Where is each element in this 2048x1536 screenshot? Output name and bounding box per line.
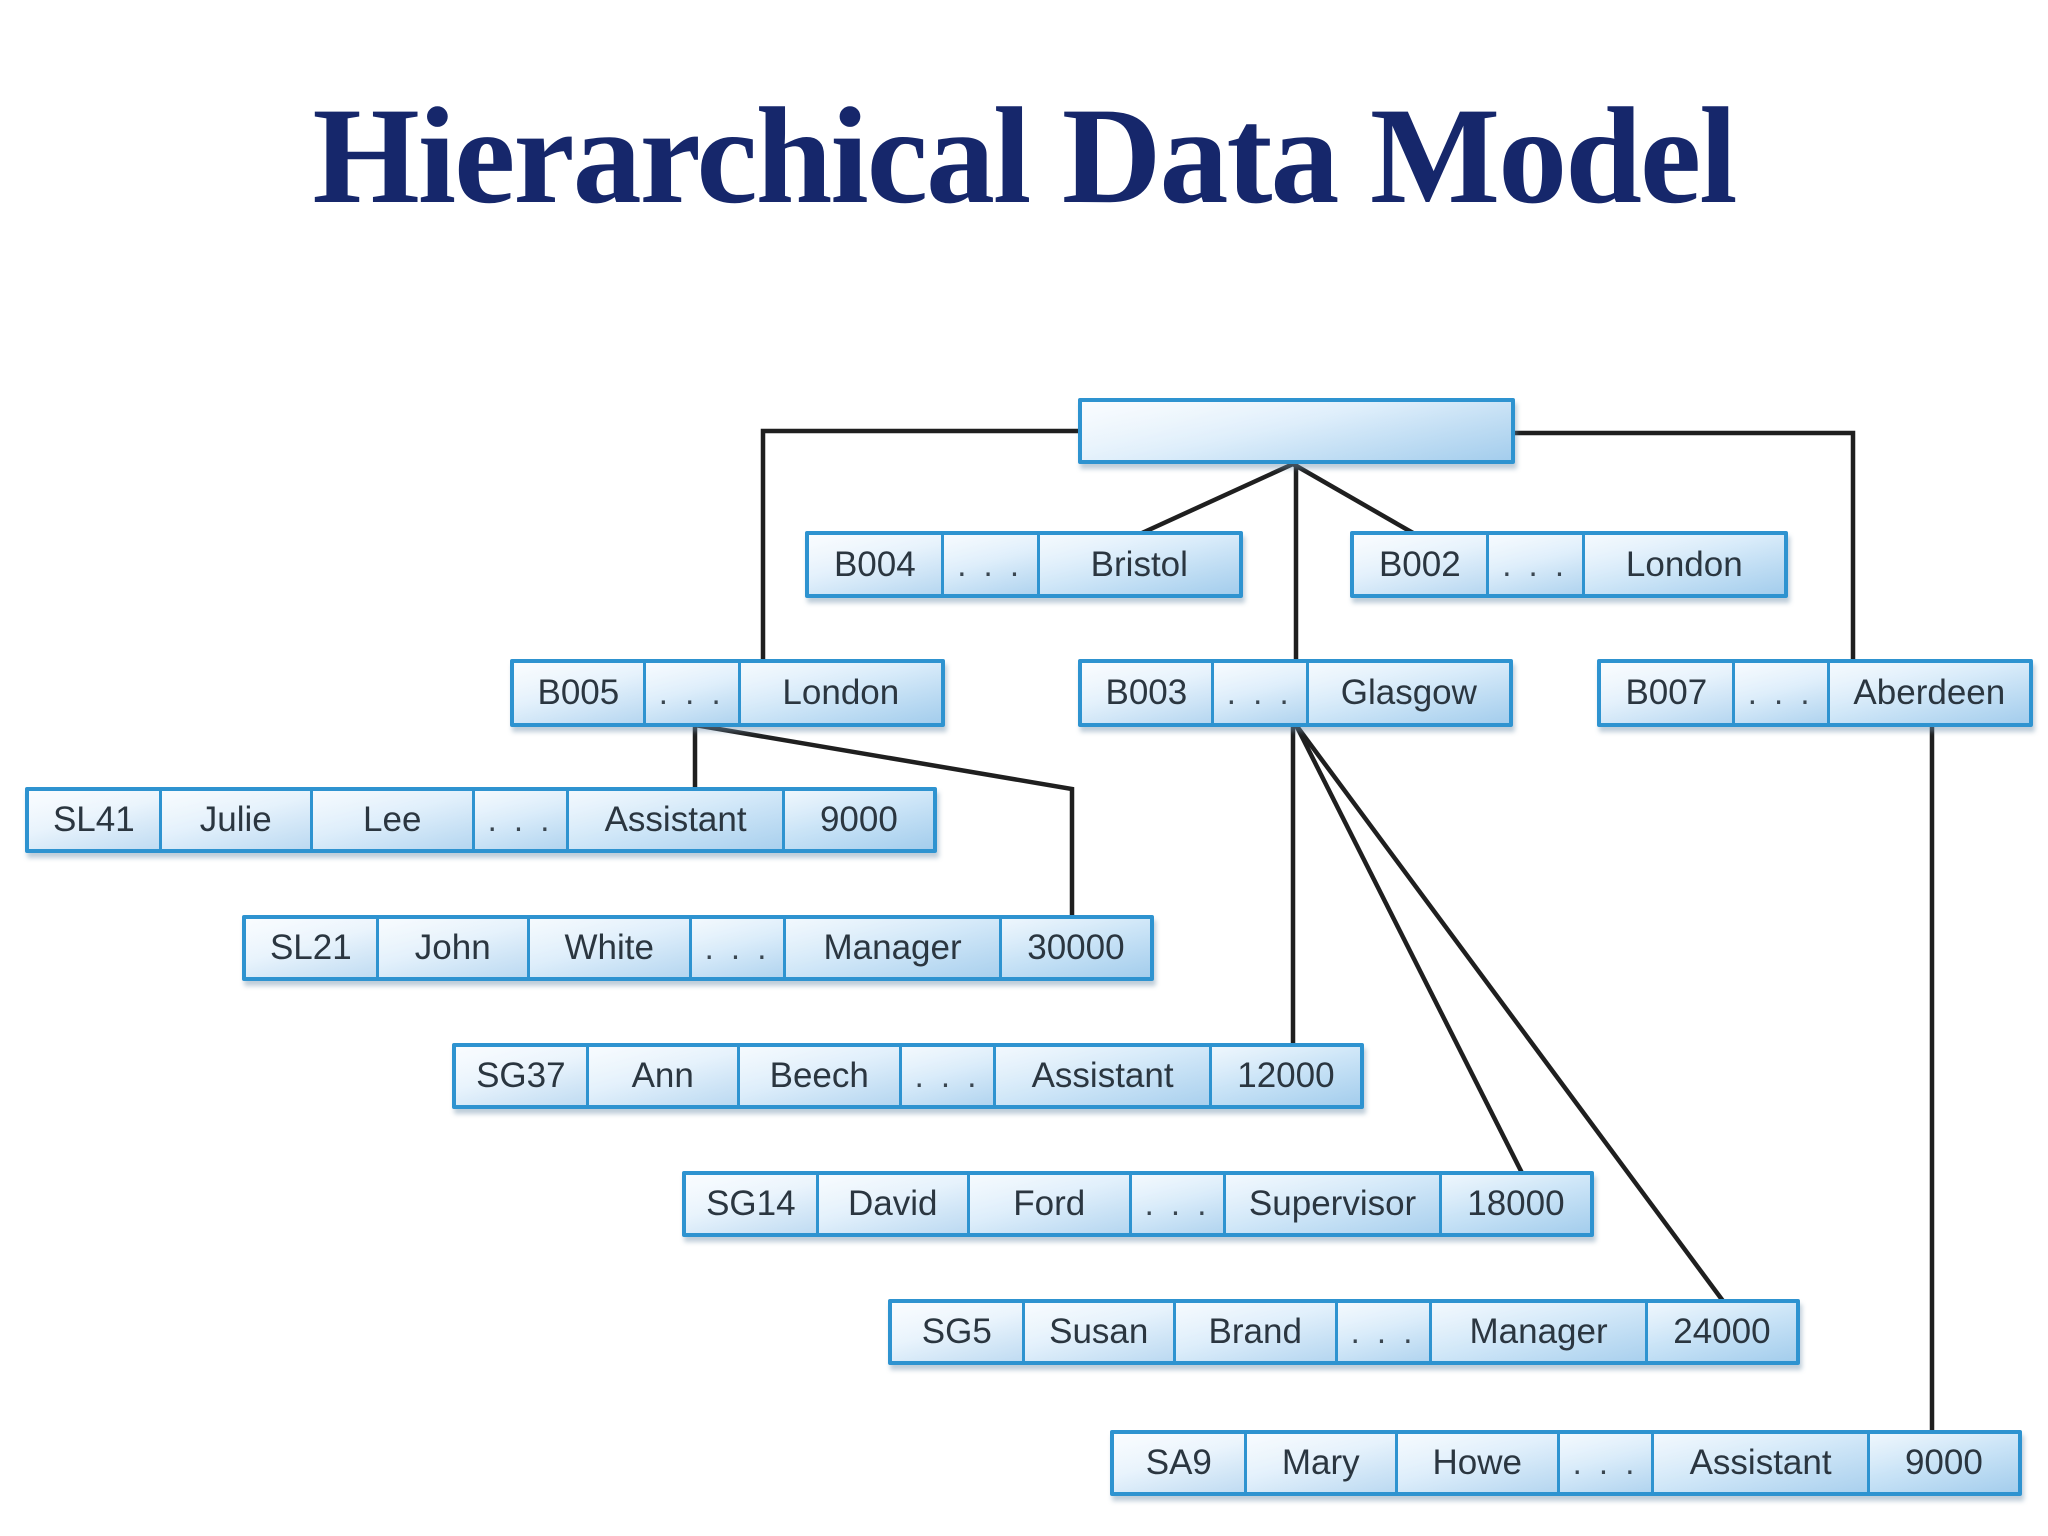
record-cell: 24000 — [1644, 1303, 1796, 1361]
record-cell: 18000 — [1438, 1175, 1590, 1233]
record-cell: White — [526, 919, 689, 977]
record-cell: B004 — [809, 535, 941, 594]
record-sg5: SG5 Susan Brand . . . Manager 24000 — [888, 1299, 1800, 1365]
record-cell: B005 — [514, 663, 643, 723]
record-cell-ellipsis: . . . — [1210, 663, 1306, 723]
record-cell: SG5 — [892, 1303, 1022, 1361]
record-sl21: SL21 John White . . . Manager 30000 — [242, 915, 1154, 981]
record-cell: Bristol — [1036, 535, 1240, 594]
record-cell: B007 — [1601, 663, 1732, 723]
record-cell: 9000 — [781, 791, 933, 849]
edge-b003-sg14 — [1293, 723, 1525, 1175]
record-cell-ellipsis: . . . — [688, 919, 784, 977]
edge-root-b002 — [1291, 462, 1415, 535]
record-cell: SG37 — [456, 1047, 586, 1105]
record-cell: 12000 — [1208, 1047, 1360, 1105]
record-cell-ellipsis: . . . — [642, 663, 738, 723]
record-cell: 9000 — [1866, 1434, 2018, 1492]
record-cell-ellipsis: . . . — [940, 535, 1037, 594]
record-cell: SA9 — [1114, 1434, 1244, 1492]
record-cell: Manager — [783, 919, 999, 977]
record-cell: B002 — [1354, 535, 1486, 594]
record-cell-ellipsis: . . . — [1334, 1303, 1430, 1361]
record-cell: David — [815, 1175, 967, 1233]
record-cell-ellipsis: . . . — [1731, 663, 1827, 723]
record-root — [1078, 398, 1515, 464]
record-b003: B003 . . . Glasgow — [1078, 659, 1513, 727]
record-cell: London — [737, 663, 941, 723]
edge-root-b005 — [760, 428, 1078, 661]
record-cell: SL21 — [246, 919, 376, 977]
record-cell: Assistant — [993, 1047, 1209, 1105]
page-title: Hierarchical Data Model — [312, 79, 1737, 232]
record-cell: Julie — [158, 791, 310, 849]
record-cell: SG14 — [686, 1175, 816, 1233]
record-cell: Lee — [309, 791, 472, 849]
record-sa9: SA9 Mary Howe . . . Assistant 9000 — [1110, 1430, 2022, 1496]
record-cell: Mary — [1243, 1434, 1395, 1492]
edge-root-b004 — [1141, 461, 1294, 536]
record-b002: B002 . . . London — [1350, 531, 1788, 598]
record-cell-ellipsis: . . . — [1556, 1434, 1652, 1492]
record-sg37: SG37 Ann Beech . . . Assistant 12000 — [452, 1043, 1364, 1109]
record-cell: Ann — [585, 1047, 737, 1105]
record-cell: 30000 — [998, 919, 1150, 977]
record-cell: John — [375, 919, 527, 977]
record-cell: Beech — [736, 1047, 899, 1105]
record-cell: Supervisor — [1223, 1175, 1439, 1233]
record-cell-ellipsis: . . . — [1128, 1175, 1224, 1233]
record-cell: Assistant — [566, 791, 782, 849]
edge-b005-sl21 — [694, 722, 1075, 917]
record-cell: SL41 — [29, 791, 159, 849]
record-cell: Glasgow — [1305, 663, 1509, 723]
record-cell: Aberdeen — [1826, 663, 2030, 723]
edge-b003-sg5 — [1294, 723, 1725, 1303]
record-cell: Howe — [1394, 1434, 1557, 1492]
record-b005: B005 . . . London — [510, 659, 945, 727]
record-cell-ellipsis: . . . — [1485, 535, 1582, 594]
record-cell: Manager — [1429, 1303, 1645, 1361]
record-b007: B007 . . . Aberdeen — [1597, 659, 2033, 727]
record-b004: B004 . . . Bristol — [805, 531, 1243, 598]
record-cell: Assistant — [1651, 1434, 1867, 1492]
record-cell: Ford — [966, 1175, 1129, 1233]
record-cell: Susan — [1021, 1303, 1173, 1361]
record-sg14: SG14 David Ford . . . Supervisor 18000 — [682, 1171, 1594, 1237]
record-cell: Brand — [1172, 1303, 1335, 1361]
record-sl41: SL41 Julie Lee . . . Assistant 9000 — [25, 787, 937, 853]
record-cell-ellipsis: . . . — [471, 791, 567, 849]
edge-root-b007 — [1515, 430, 1856, 661]
record-cell: B003 — [1082, 663, 1211, 723]
record-cell — [1082, 402, 1511, 460]
record-cell: London — [1581, 535, 1785, 594]
record-cell-ellipsis: . . . — [898, 1047, 994, 1105]
